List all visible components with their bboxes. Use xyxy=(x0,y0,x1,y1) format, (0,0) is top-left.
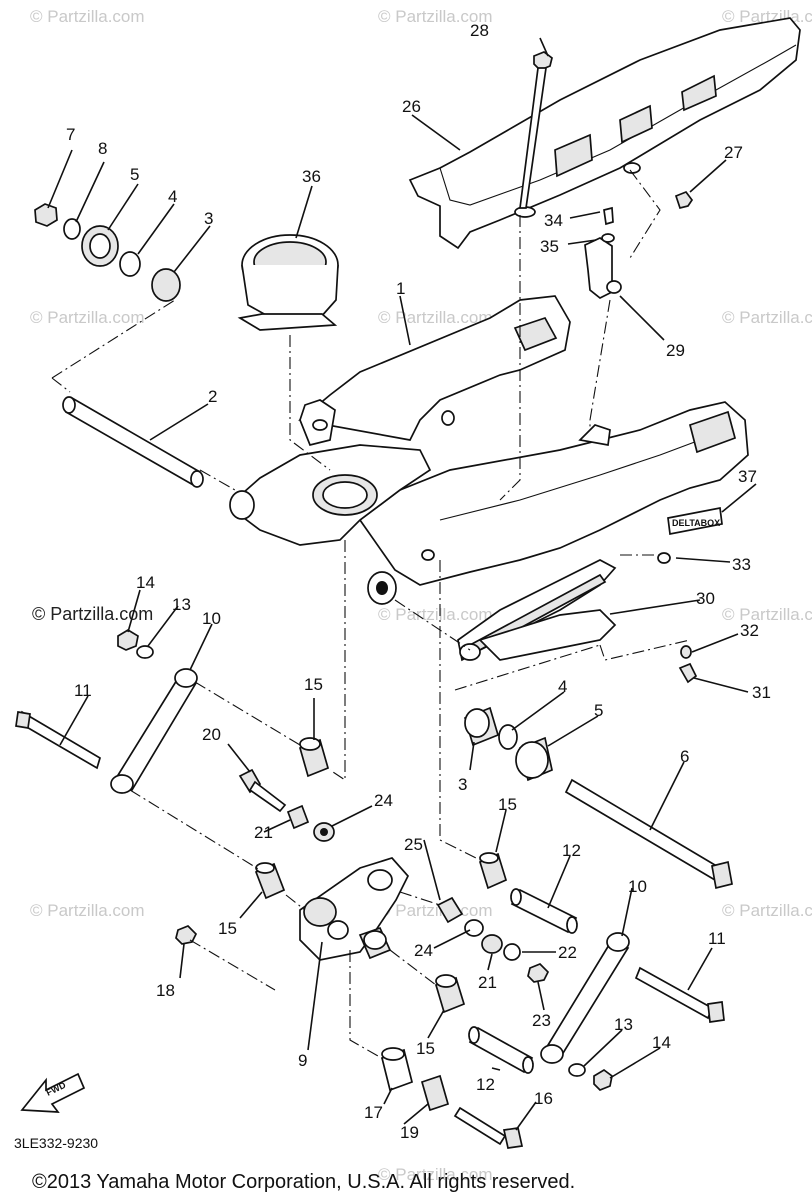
relay-hardware-right xyxy=(436,896,550,983)
label-15a: 15 xyxy=(304,675,323,694)
leader-lines xyxy=(47,37,757,1131)
watermark: © Partzilla.com xyxy=(378,901,493,920)
label-4: 4 xyxy=(168,187,177,206)
label-24a: 24 xyxy=(374,791,393,810)
label-32: 32 xyxy=(740,621,759,640)
small-bolts xyxy=(519,51,698,684)
pivot-hardware-top xyxy=(34,203,181,302)
label-1: 1 xyxy=(396,279,405,298)
bolt-lower xyxy=(453,1106,524,1149)
label-17: 17 xyxy=(364,1103,383,1122)
watermark: © Partzilla.com xyxy=(722,901,812,920)
swingarm xyxy=(229,295,749,605)
label-5: 5 xyxy=(130,165,139,184)
label-13b: 13 xyxy=(614,1015,633,1034)
relay-arm xyxy=(299,857,410,961)
label-4b: 4 xyxy=(558,677,567,696)
watermark: © Partzilla.com xyxy=(378,1165,493,1184)
watermark: © Partzilla.com xyxy=(378,605,493,624)
watermark: © Partzilla.com xyxy=(30,901,145,920)
label-5b: 5 xyxy=(594,701,603,720)
fwd-arrow-icon: FWD xyxy=(20,1072,86,1113)
label-11b: 11 xyxy=(708,929,726,948)
mud-guard xyxy=(237,234,339,331)
label-16: 16 xyxy=(534,1089,553,1108)
lower-spacers xyxy=(380,1047,450,1112)
label-35: 35 xyxy=(540,237,559,256)
label-3: 3 xyxy=(204,209,213,228)
label-15b: 15 xyxy=(498,795,517,814)
pivot-hardware-right xyxy=(463,706,733,890)
label-23: 23 xyxy=(532,1011,551,1030)
pivot-shaft xyxy=(62,396,204,488)
watermark: © Partzilla.com xyxy=(378,308,493,327)
link-bolt-center xyxy=(238,768,335,842)
label-6: 6 xyxy=(680,747,689,766)
label-37: 37 xyxy=(738,467,757,486)
label-36: 36 xyxy=(302,167,321,186)
watermark-group: © Partzilla.com © Partzilla.com © Partzi… xyxy=(30,7,812,1184)
label-24b: 24 xyxy=(414,941,433,960)
relay-arm-left xyxy=(15,629,198,794)
label-13a: 13 xyxy=(172,595,191,614)
watermark-main: © Partzilla.com xyxy=(32,604,153,624)
label-34: 34 xyxy=(544,211,563,230)
watermark: © Partzilla.com xyxy=(378,7,493,26)
collar-lower xyxy=(468,1026,534,1074)
label-29: 29 xyxy=(666,341,685,360)
label-14a: 14 xyxy=(136,573,155,592)
label-30: 30 xyxy=(696,589,715,608)
label-18: 18 xyxy=(156,981,175,1000)
label-8: 8 xyxy=(98,139,107,158)
label-20: 20 xyxy=(202,725,221,744)
label-25: 25 xyxy=(404,835,423,854)
watermark: © Partzilla.com xyxy=(722,605,812,624)
label-28: 28 xyxy=(470,21,489,40)
label-19: 19 xyxy=(400,1123,419,1142)
label-21a: 21 xyxy=(254,823,273,842)
part-labels: 7 8 5 4 3 2 36 1 26 28 27 34 35 29 37 33… xyxy=(66,21,771,1142)
deltabox-tag-text: DELTABOX xyxy=(672,518,720,528)
label-12b: 12 xyxy=(476,1075,495,1094)
watermark: © Partzilla.com xyxy=(722,308,812,327)
label-10b: 10 xyxy=(628,877,647,896)
chain-bracket xyxy=(584,206,622,300)
label-33: 33 xyxy=(732,555,751,574)
diagram-code: 3LE332-9230 xyxy=(14,1135,98,1151)
deltabox-tag: DELTABOX xyxy=(667,506,723,536)
label-27: 27 xyxy=(724,143,743,162)
label-10a: 10 xyxy=(202,609,221,628)
label-31: 31 xyxy=(752,683,771,702)
watermark: © Partzilla.com xyxy=(30,308,145,327)
collar-upper xyxy=(510,888,578,934)
label-11a: 11 xyxy=(74,681,92,700)
watermark: © Partzilla.com xyxy=(30,7,145,26)
bushings xyxy=(254,737,508,1014)
label-3b: 3 xyxy=(458,775,467,794)
nut xyxy=(175,925,198,945)
label-21b: 21 xyxy=(478,973,497,992)
label-14b: 14 xyxy=(652,1033,671,1052)
chain-guard xyxy=(408,17,801,250)
chain-support xyxy=(457,559,617,662)
label-7: 7 xyxy=(66,125,75,144)
label-9: 9 xyxy=(298,1051,307,1070)
label-15d: 15 xyxy=(416,1039,435,1058)
label-22: 22 xyxy=(558,943,577,962)
label-15c: 15 xyxy=(218,919,237,938)
copyright-notice: ©2013 Yamaha Motor Corporation, U.S.A. A… xyxy=(32,1171,575,1193)
label-12a: 12 xyxy=(562,841,581,860)
relay-arm-right xyxy=(540,932,725,1091)
label-2: 2 xyxy=(208,387,217,406)
label-26: 26 xyxy=(402,97,421,116)
